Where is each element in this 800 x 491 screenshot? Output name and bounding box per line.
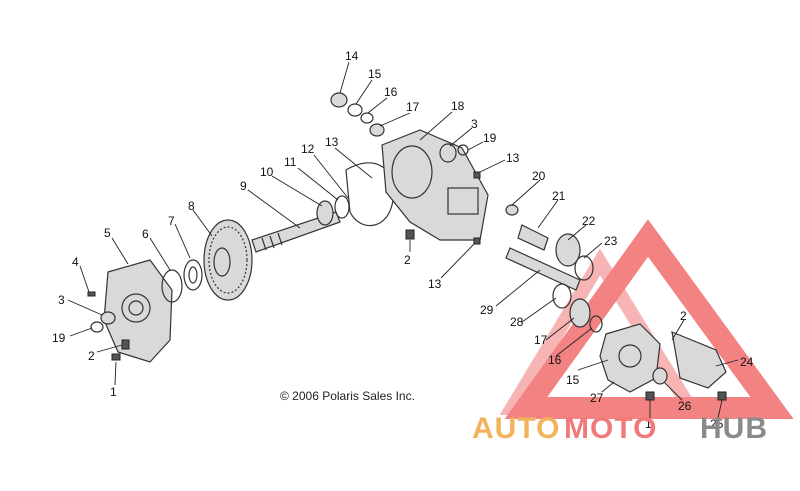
callout-16: 16 — [384, 85, 398, 99]
callout-18: 18 — [451, 99, 465, 113]
gasket-12 — [345, 162, 395, 227]
bolt-1 — [111, 353, 121, 361]
bearing-14 — [330, 92, 348, 108]
watermark-moto: MOTO — [564, 412, 657, 445]
callout-27: 27 — [590, 391, 604, 405]
callout-17-lower: 17 — [534, 333, 548, 347]
leader-lines — [67, 61, 739, 419]
cover-27 — [599, 323, 661, 393]
seal-26 — [652, 367, 668, 385]
callout-13-lower: 13 — [428, 277, 442, 291]
seal-3 — [100, 311, 116, 325]
bearing-7 — [183, 259, 203, 291]
seal-3-top — [439, 143, 457, 163]
gear-22 — [555, 233, 581, 267]
callout-1-left: 1 — [110, 385, 117, 399]
bearing-23 — [574, 255, 594, 281]
callout-8: 8 — [188, 199, 195, 213]
callout-15: 15 — [368, 67, 382, 81]
shaft-spline-b — [269, 235, 275, 249]
callout-3-left: 3 — [58, 293, 65, 307]
cover-bore — [128, 300, 144, 316]
callout-6: 6 — [142, 227, 149, 241]
main-gearcase — [381, 129, 489, 241]
callout-4: 4 — [72, 255, 79, 269]
callout-13: 13 — [506, 151, 520, 165]
callout-7: 7 — [168, 214, 175, 228]
bearing-10 — [316, 200, 334, 226]
cover-bearing-seat — [121, 293, 151, 323]
callout-14: 14 — [345, 49, 359, 63]
callout-15-lower: 15 — [566, 373, 580, 387]
input-shaft-29 — [505, 247, 581, 291]
washer-20 — [505, 204, 519, 216]
callout-26: 26 — [678, 399, 692, 413]
bolt-1-right — [645, 391, 655, 401]
housing-bore — [391, 145, 433, 199]
ring-16-lower — [589, 315, 603, 333]
callout-24: 24 — [740, 355, 754, 369]
right-cover-assembly — [599, 323, 727, 401]
gear-case-cover — [103, 259, 173, 363]
copyright-text: © 2006 Polaris Sales Inc. — [280, 389, 415, 403]
callout-3: 3 — [471, 117, 478, 131]
gear-21 — [517, 224, 549, 251]
dowel-2-center — [405, 229, 415, 240]
output-gear-8 — [203, 219, 253, 301]
callout-29: 29 — [480, 303, 494, 317]
bearing-7-bore — [188, 266, 198, 284]
callout-10: 10 — [260, 165, 274, 179]
plug-13-right — [473, 171, 481, 179]
bushing-2 — [121, 339, 130, 350]
top-bearing-stack — [330, 92, 469, 163]
plug-13-lower — [473, 237, 481, 245]
housing-mount-pad — [447, 187, 479, 215]
output-shaft-assembly — [251, 195, 350, 253]
bracket-24 — [671, 331, 727, 389]
callout-2-left: 2 — [88, 349, 95, 363]
callout-25: 25 — [710, 417, 724, 431]
callout-5: 5 — [104, 226, 111, 240]
callout-1-right: 1 — [645, 417, 652, 431]
callout-2-right: 2 — [680, 309, 687, 323]
cover-gasket — [161, 269, 183, 303]
callout-19-left: 19 — [52, 331, 66, 345]
ring-16 — [360, 112, 374, 124]
callout-22: 22 — [582, 214, 596, 228]
cover-27-bore — [618, 344, 642, 368]
callout-20: 20 — [532, 169, 546, 183]
watermark-auto: AUTO — [472, 412, 560, 445]
output-gear-assembly — [203, 219, 253, 301]
bolt-25 — [717, 391, 727, 401]
gearcase-housing-18 — [381, 129, 489, 241]
callout-23: 23 — [604, 234, 618, 248]
callout-numbers: 14 15 16 17 18 3 19 13 13 12 11 10 9 8 7… — [52, 49, 754, 431]
callout-16-lower: 16 — [548, 353, 562, 367]
watermark-wordmark: AUTO MOTO HUB — [472, 412, 768, 445]
watermark-hub: HUB — [700, 412, 768, 445]
output-shaft-9 — [251, 211, 341, 253]
callout-11: 11 — [284, 155, 297, 169]
bearing-28 — [552, 283, 572, 309]
callout-13-left: 13 — [325, 135, 339, 149]
left-cover-assembly — [87, 259, 203, 363]
gear-17-lower — [569, 298, 591, 328]
callout-9: 9 — [240, 179, 247, 193]
ring-15 — [347, 103, 363, 117]
shaft-spline-a — [261, 237, 267, 251]
shaft-spline-c — [277, 232, 283, 246]
dowel-pin-4 — [87, 291, 96, 297]
callout-19: 19 — [483, 131, 497, 145]
o-ring-19 — [90, 321, 104, 333]
callout-17: 17 — [406, 100, 420, 114]
callout-2-center: 2 — [404, 253, 411, 267]
gear-teeth-ring — [208, 226, 248, 294]
callout-28: 28 — [510, 315, 524, 329]
callout-12: 12 — [301, 142, 315, 156]
bearing-17 — [369, 123, 385, 137]
callout-21: 21 — [552, 189, 566, 203]
gear-hub — [213, 247, 231, 277]
